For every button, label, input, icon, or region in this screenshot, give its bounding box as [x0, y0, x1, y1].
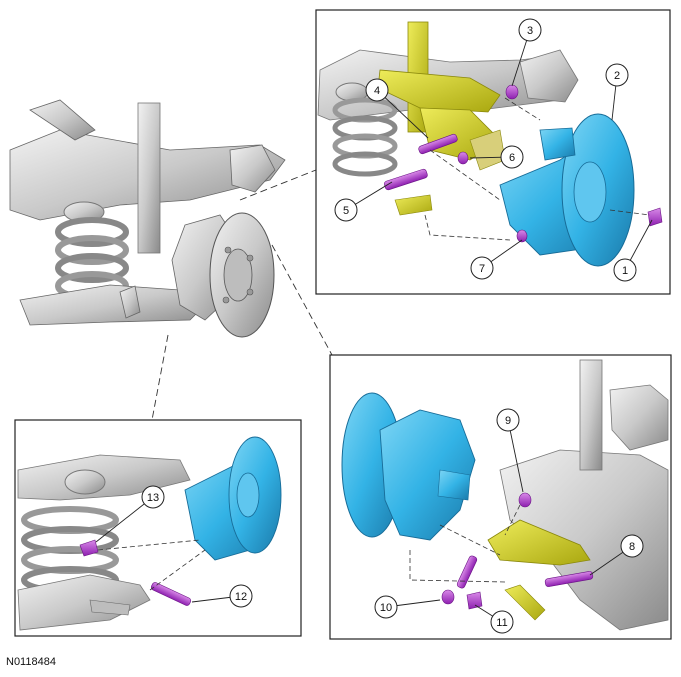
- callout-label-7: 7: [479, 263, 485, 275]
- detail-view-bottom-right: [329, 354, 672, 640]
- callout-label-13: 13: [147, 492, 159, 504]
- highlight-lower-arm: [487, 519, 591, 566]
- callout-1: 1: [613, 219, 653, 282]
- callout-label-2: 2: [614, 70, 620, 82]
- view-leader-lines: [151, 169, 333, 421]
- callout-3: 3: [511, 18, 542, 87]
- callout-label-5: 5: [343, 205, 349, 217]
- detail-view-bottom-left: [14, 419, 302, 637]
- nut-11: [466, 591, 483, 610]
- callout-label-1: 1: [622, 265, 628, 277]
- callout-7: 7: [470, 239, 523, 280]
- callout-circle-3: [518, 18, 542, 42]
- callout-circle-4: [365, 78, 389, 102]
- callout-2: 2: [605, 63, 629, 121]
- callout-label-11: 11: [496, 617, 507, 629]
- callout-label-9: 9: [505, 415, 511, 427]
- callout-9: 9: [496, 408, 524, 493]
- fasteners-bottom-left: [79, 539, 192, 606]
- callout-11: 11: [474, 604, 514, 634]
- callout-circle-2: [605, 63, 629, 87]
- callout-circle-6: [500, 145, 524, 169]
- overview-bracket: [229, 144, 276, 193]
- callout-circle-7: [470, 256, 494, 280]
- nut-13: [79, 539, 99, 557]
- callout-circle-11: [490, 610, 514, 634]
- nut-10: [441, 589, 455, 605]
- detail-view-top: [315, 9, 671, 295]
- callout-label-3: 3: [527, 25, 533, 37]
- callout-5: 5: [334, 181, 393, 222]
- callout-label-8: 8: [629, 541, 635, 553]
- bolt-8: [544, 571, 594, 587]
- nut-3: [505, 84, 519, 100]
- callout-10: 10: [374, 595, 441, 619]
- callout-label-10: 10: [380, 602, 392, 614]
- callout-leader-9: [507, 419, 524, 493]
- callout-label-4: 4: [374, 85, 380, 97]
- callout-12: 12: [191, 584, 253, 608]
- callout-circle-10: [374, 595, 398, 619]
- callout-circle-1: [613, 258, 637, 282]
- callout-circle-5: [334, 198, 358, 222]
- overview-spring: [55, 201, 129, 301]
- bolt-4: [418, 133, 458, 155]
- callout-circle-12: [229, 584, 253, 608]
- callout-circle-13: [141, 485, 165, 509]
- overview-link: [119, 285, 141, 319]
- callout-6: 6: [469, 145, 524, 169]
- fasteners-bottom-right: [441, 492, 594, 610]
- overview-damper-rod: [137, 102, 161, 254]
- bolt-12: [150, 582, 192, 606]
- figure-code: N0118484: [6, 656, 56, 668]
- callout-label-12: 12: [235, 591, 247, 603]
- callout-circle-8: [620, 534, 644, 558]
- highlight-knuckle-bottom-right: [379, 409, 476, 541]
- callout-leader-13: [95, 496, 154, 543]
- overview-assembly: [9, 99, 286, 338]
- callout-leader-4: [376, 89, 429, 139]
- callout-13: 13: [95, 485, 165, 543]
- callout-label-6: 6: [509, 152, 515, 164]
- bolt-10: [456, 555, 478, 589]
- callout-4: 4: [365, 78, 429, 139]
- fasteners-top: [384, 84, 663, 243]
- nut-7: [516, 229, 528, 243]
- overview-upper-arm: [29, 99, 96, 141]
- nut-6: [457, 151, 469, 165]
- callout-circle-9: [496, 408, 520, 432]
- callout-8: 8: [589, 534, 644, 576]
- nut-9: [518, 492, 532, 508]
